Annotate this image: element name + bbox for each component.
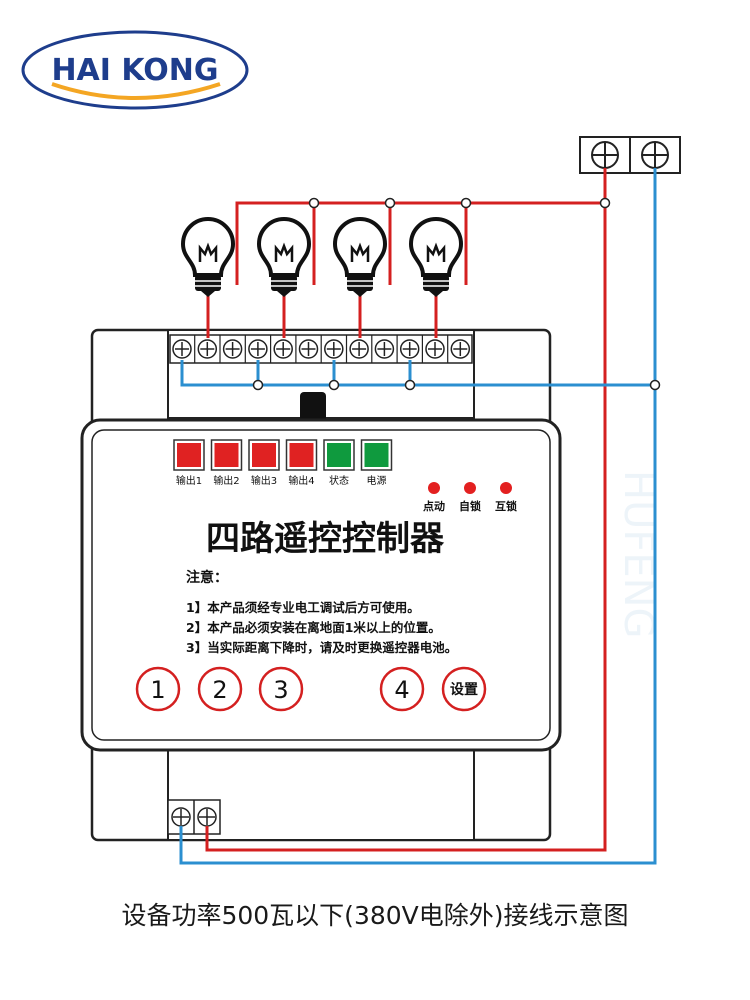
- lamps: [180, 217, 464, 297]
- terminal-screw-icon: [374, 339, 395, 359]
- power-supply-terminals: [579, 136, 681, 174]
- logo-ring: [21, 30, 249, 110]
- mode-indicator: 自锁: [459, 482, 481, 513]
- bottom-terminal-strip: [167, 799, 221, 835]
- neutral-supply-wire: [179, 168, 657, 865]
- indicator-led: 电源: [360, 439, 393, 487]
- channel-button-4[interactable]: 4: [379, 666, 425, 712]
- indicator-leds: 输出1 输出2 输出3 输出4 状态 电源: [173, 439, 393, 487]
- antenna-icon: [300, 392, 326, 422]
- live-supply-wire: [205, 168, 607, 852]
- notice-line-3: 3】当实际距离下降时，请及时更换遥控器电池。: [186, 640, 457, 655]
- mode-label: 点动: [423, 499, 445, 513]
- indicator-label: 状态: [329, 474, 349, 487]
- light-bulb-icon: [408, 217, 464, 297]
- svg-text:4: 4: [394, 676, 409, 704]
- terminal-screw-icon: [222, 339, 243, 359]
- front-panel: [80, 418, 562, 752]
- live-wires: [205, 168, 607, 852]
- mode-label: 互锁: [495, 499, 517, 513]
- mode-dot-icon: [428, 482, 440, 494]
- light-bulb-icon: [180, 217, 236, 297]
- mode-indicators: 点动自锁互锁: [423, 482, 517, 513]
- terminal-screw-icon: [273, 339, 293, 359]
- svg-text:3: 3: [273, 676, 288, 704]
- terminal-screw-icon: [298, 339, 319, 359]
- brand-logo: HAI KONG: [21, 30, 249, 110]
- svg-text:2: 2: [212, 676, 227, 704]
- light-bulb-icon: [332, 217, 388, 297]
- svg-text:1: 1: [150, 676, 165, 704]
- terminal-screw-icon: [172, 339, 192, 359]
- top-terminal-strip: [169, 334, 473, 364]
- terminal-screw-icon: [248, 339, 268, 359]
- terminal-screw-icon: [399, 339, 420, 359]
- indicator-label: 电源: [367, 474, 387, 487]
- neutral-bus-wire: [180, 360, 655, 387]
- settings-button[interactable]: 设置: [441, 666, 487, 712]
- notice-line-1: 1】本产品须经专业电工调试后方可使用。: [186, 600, 420, 615]
- wire-junctions: [252, 197, 661, 391]
- diagram-caption: 设备功率500瓦以下(380V电除外)接线示意图: [121, 901, 629, 930]
- terminal-screw-icon: [324, 339, 344, 359]
- indicator-led: 输出4: [285, 439, 318, 487]
- indicator-led: 状态: [323, 439, 355, 487]
- mode-indicator: 互锁: [495, 482, 517, 513]
- indicator-led: 输出3: [248, 439, 280, 487]
- mode-dot-icon: [464, 482, 476, 494]
- indicator-label: 输出2: [213, 474, 239, 487]
- terminal-screw-icon: [450, 339, 471, 359]
- terminal-screw-icon: [197, 339, 218, 359]
- brand-name: HAI KONG: [51, 53, 218, 88]
- indicator-label: 输出4: [288, 474, 314, 487]
- terminal-screw-icon: [425, 339, 445, 359]
- channel-button-2[interactable]: 2: [197, 666, 243, 712]
- mode-indicator: 点动: [423, 482, 445, 513]
- mode-dot-icon: [500, 482, 512, 494]
- indicator-label: 输出3: [251, 474, 277, 487]
- svg-text:设置: 设置: [450, 681, 478, 698]
- channel-button-3[interactable]: 3: [258, 666, 304, 712]
- channel-button-1[interactable]: 1: [135, 666, 181, 712]
- indicator-led: 输出1: [173, 439, 205, 487]
- terminal-screw-icon: [349, 339, 369, 359]
- live-bus-wire: [235, 201, 605, 285]
- front-panel-outline: [80, 418, 562, 752]
- indicator-led: 输出2: [210, 439, 243, 487]
- watermark-text: HUFENG: [615, 470, 661, 639]
- panel-buttons: 1 2 3 4 设置: [135, 666, 487, 712]
- notice-line-2: 2】本产品必须安装在离地面1米以上的位置。: [186, 620, 441, 635]
- device-title: 四路遥控控制器: [206, 519, 445, 559]
- light-bulb-icon: [256, 217, 312, 297]
- indicator-label: 输出1: [176, 474, 202, 487]
- mode-label: 自锁: [459, 499, 481, 513]
- notice-heading: 注意：: [186, 569, 228, 586]
- logo-swoosh: [51, 82, 221, 100]
